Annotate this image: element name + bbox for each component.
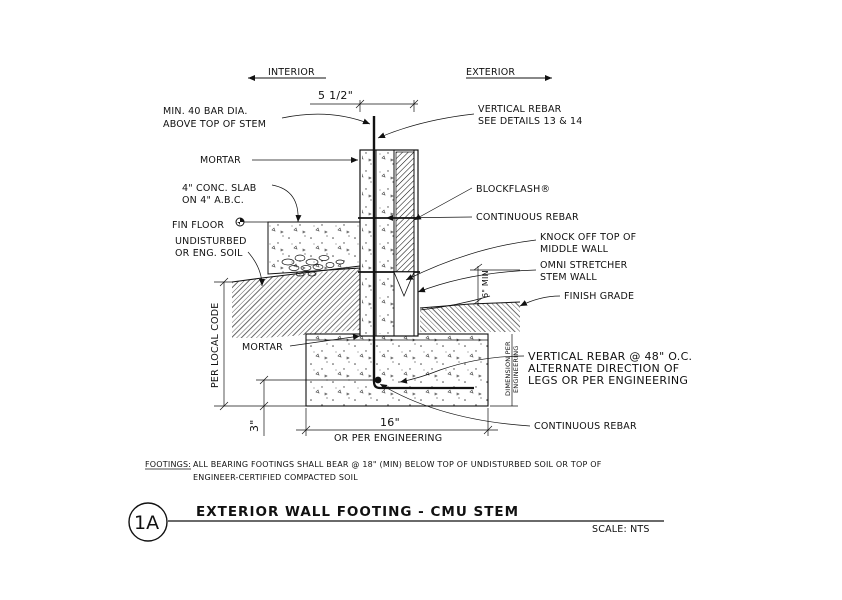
leader-continuous-rebar-top: CONTINUOUS REBAR <box>385 212 579 223</box>
svg-text:MIDDLE WALL: MIDDLE WALL <box>540 244 609 255</box>
svg-text:ALTERNATE DIRECTION OF: ALTERNATE DIRECTION OF <box>528 362 679 375</box>
svg-text:MORTAR: MORTAR <box>242 342 283 353</box>
svg-text:FIN FLOOR: FIN FLOOR <box>172 220 224 231</box>
leader-mortar-top: MORTAR <box>200 155 358 166</box>
svg-text:MIN. 40 BAR DIA.: MIN. 40 BAR DIA. <box>163 106 248 117</box>
leader-omni-stretcher: OMNI STRETCHER STEM WALL <box>417 260 628 293</box>
dimension-16-inch: 16" OR PER ENGINEERING <box>296 408 498 444</box>
dimension-3-inch: 3" <box>248 375 380 436</box>
fin-floor-marker: FIN FLOOR <box>172 217 268 231</box>
leader-vertical-rebar-48: VERTICAL REBAR @ 48" O.C. ALTERNATE DIRE… <box>399 350 692 387</box>
svg-text:ENGINEER-CERTIFIED COMPACTED S: ENGINEER-CERTIFIED COMPACTED SOIL <box>193 473 358 482</box>
leader-blockflash: BLOCKFLASH® <box>413 184 550 221</box>
svg-text:FINISH GRADE: FINISH GRADE <box>564 291 634 302</box>
exterior-indicator: EXTERIOR <box>466 67 552 81</box>
leader-slab: 4" CONC. SLAB ON 4" A.B.C. <box>182 183 302 223</box>
svg-text:DIMENSION PER: DIMENSION PER <box>504 341 512 396</box>
svg-text:4" CONC. SLAB: 4" CONC. SLAB <box>182 183 256 194</box>
detail-circle <box>128 502 168 542</box>
svg-text:STEM WALL: STEM WALL <box>540 272 597 283</box>
leader-mortar-low: MORTAR <box>242 334 361 353</box>
svg-text:CONTINUOUS REBAR: CONTINUOUS REBAR <box>476 212 579 223</box>
scale-label: SCALE: NTS <box>592 524 650 535</box>
svg-text:OMNI STRETCHER: OMNI STRETCHER <box>540 260 628 271</box>
svg-text:VERTICAL REBAR @ 48" O.C.: VERTICAL REBAR @ 48" O.C. <box>528 350 692 363</box>
exterior-label: EXTERIOR <box>466 67 515 78</box>
svg-text:ON 4" A.B.C.: ON 4" A.B.C. <box>182 195 244 206</box>
svg-text:ALL BEARING FOOTINGS SHALL BEA: ALL BEARING FOOTINGS SHALL BEAR @ 18" (M… <box>193 460 602 469</box>
svg-text:LEGS OR PER ENGINEERING: LEGS OR PER ENGINEERING <box>528 374 688 387</box>
leader-vertical-rebar: VERTICAL REBAR SEE DETAILS 13 & 14 <box>377 104 583 139</box>
svg-text:OR PER ENGINEERING: OR PER ENGINEERING <box>334 433 442 444</box>
dimension-per-engineering: DIMENSION PER ENGINEERING <box>490 334 520 407</box>
leader-finish-grade: FINISH GRADE <box>519 291 634 307</box>
svg-text:KNOCK OFF TOP OF: KNOCK OFF TOP OF <box>540 232 636 243</box>
svg-text:6" MIN: 6" MIN <box>481 270 490 298</box>
svg-text:BLOCKFLASH®: BLOCKFLASH® <box>476 184 550 195</box>
svg-text:CONTINUOUS REBAR: CONTINUOUS REBAR <box>534 421 637 432</box>
leader-min-bar: MIN. 40 BAR DIA. ABOVE TOP OF STEM <box>163 106 371 130</box>
interior-soil <box>262 268 360 338</box>
svg-text:ABOVE TOP OF STEM: ABOVE TOP OF STEM <box>163 119 266 130</box>
svg-text:3": 3" <box>248 419 261 432</box>
interior-indicator: INTERIOR <box>248 67 326 81</box>
svg-text:MORTAR: MORTAR <box>200 155 241 166</box>
title-block: 1A EXTERIOR WALL FOOTING - CMU STEM SCAL… <box>128 502 664 542</box>
concrete-slab <box>267 221 361 275</box>
dim-top-label: 5 1/2" <box>318 89 353 102</box>
detail-title: EXTERIOR WALL FOOTING - CMU STEM <box>196 504 519 520</box>
svg-text:ENGINEERING: ENGINEERING <box>512 345 520 393</box>
detail-id: 1A <box>134 512 159 534</box>
svg-text:VERTICAL REBAR: VERTICAL REBAR <box>478 104 562 115</box>
leader-knock-off: KNOCK OFF TOP OF MIDDLE WALL <box>405 232 636 281</box>
svg-text:OR ENG. SOIL: OR ENG. SOIL <box>175 248 243 259</box>
exterior-soil <box>420 302 520 332</box>
svg-text:UNDISTURBED: UNDISTURBED <box>175 236 247 247</box>
cmu-stem-wall <box>358 149 420 337</box>
svg-text:SEE DETAILS 13 & 14: SEE DETAILS 13 & 14 <box>478 116 583 127</box>
footnote: FOOTINGS: ALL BEARING FOOTINGS SHALL BEA… <box>145 460 602 482</box>
leader-continuous-rebar-low: CONTINUOUS REBAR <box>379 383 637 432</box>
gravel-base <box>281 254 345 277</box>
svg-text:PER LOCAL CODE: PER LOCAL CODE <box>210 303 221 388</box>
top-dimension: 5 1/2" <box>310 89 419 112</box>
per-local-code-dimension: PER LOCAL CODE <box>210 277 306 411</box>
svg-text:16": 16" <box>380 416 400 429</box>
svg-text:FOOTINGS:: FOOTINGS: <box>145 460 191 469</box>
leader-undisturbed-soil: UNDISTURBED OR ENG. SOIL <box>175 236 265 287</box>
min-6-dimension: 6" MIN <box>470 263 520 306</box>
concrete-footing <box>305 333 489 407</box>
interior-label: INTERIOR <box>268 67 315 78</box>
